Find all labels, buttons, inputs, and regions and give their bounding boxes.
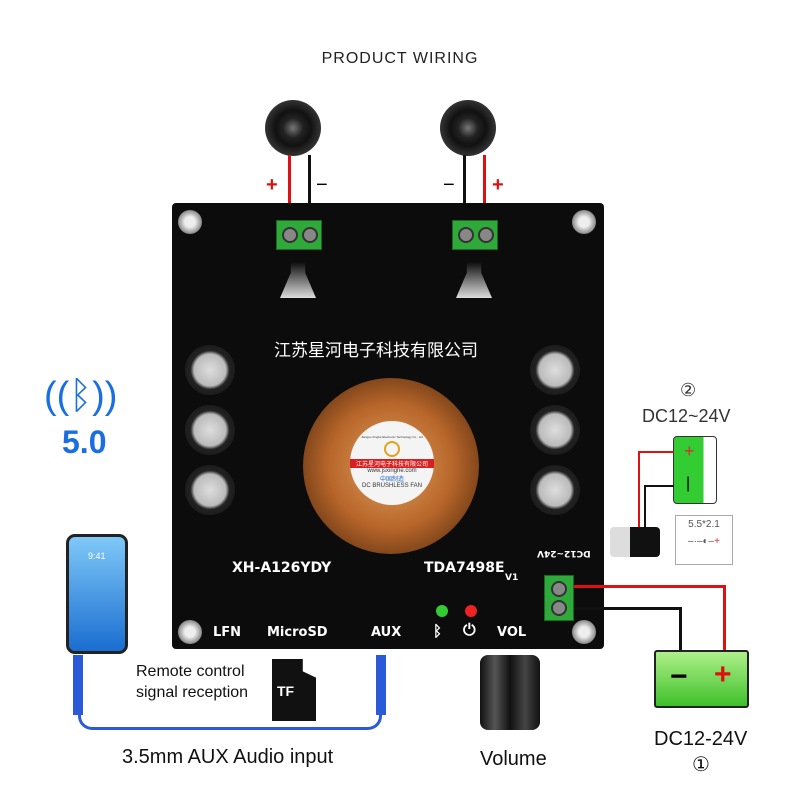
remote-label-line2: signal reception [136,684,249,701]
fan-ring-text: Jiangsu Xinghe Electronic Technology Co.… [361,435,423,439]
phone-time: 9:41 [88,551,106,561]
chip-label: TDA7498E [424,560,505,576]
tf-card-label: TF [277,683,295,699]
logo-icon [384,441,400,457]
model-label: XH-A126YDY [232,560,332,576]
adapter-negative-wire [644,485,646,529]
right-minus-label: − [443,174,455,196]
polarity-icon: –·–◐–+ [688,536,720,547]
aux-plug-left [73,655,83,715]
right-speaker [440,100,496,156]
smartphone: 9:41 [66,534,128,654]
diagram-title: PRODUCT WIRING [321,50,479,67]
battery: − + [654,650,749,708]
aux-input-label: 3.5mm AUX Audio input [122,746,334,768]
vol-label: VOL [497,625,527,640]
fan-label: Jiangsu Xinghe Electronic Technology Co.… [350,421,434,505]
adapter-negative-wire [644,485,674,487]
capacitor [530,465,580,515]
left-speaker-positive-wire [288,155,291,235]
screw [572,210,596,234]
option-2-label: DC12~24V [642,406,731,426]
power-adapter: + | [673,436,717,504]
adapter-minus: | [686,475,691,492]
aux-plug-right [376,655,386,715]
jack-spec: 5.5*2.1 [688,519,720,530]
adapter-positive-wire [638,451,640,529]
battery-negative-wire [679,607,682,650]
capacitor [185,345,235,395]
capacitor [185,465,235,515]
screw [178,210,202,234]
left-speaker-negative-wire [308,155,311,235]
battery-positive-wire [574,585,726,588]
battery-minus: − [670,660,688,693]
bluetooth-version: 5.0 [62,424,107,460]
volume-label: Volume [480,748,547,770]
lfn-label: LFN [213,625,242,640]
left-plus-label: + [266,174,278,196]
right-plus-label: + [492,174,504,196]
battery-negative-wire [574,607,682,610]
option-2-number: ② [680,380,697,400]
battery-positive-wire [723,585,726,650]
adapter-plus: + [684,441,695,461]
company-name: 江苏星河电子科技有限公司 [274,341,478,360]
version-label: V1 [505,573,519,583]
right-speaker-negative-wire [463,155,466,235]
fan-made-in: 中国制造 [379,477,404,483]
power-label: DC12~24V [537,548,591,558]
capacitor [530,405,580,455]
bluetooth-icon: ᛒ [433,622,443,640]
tf-card: TF [272,659,316,721]
power-icon: ⏻ [463,620,476,639]
left-speaker [265,100,321,156]
fan-company: 江苏星河电子科技有限公司 [350,459,434,468]
jack-spec-box: 5.5*2.1 –·–◐–+ [675,515,733,565]
right-speaker-terminal [452,220,498,250]
left-minus-label: − [316,174,328,196]
option-1-number: ① [692,754,710,776]
bluetooth-waves-icon: ((ᛒ)) [44,375,118,417]
screw [178,620,202,644]
power-led [465,605,477,617]
remote-label-line1: Remote control [136,663,245,680]
power-terminal [544,575,574,621]
microsd-label: MicroSD [267,625,328,640]
screw [572,620,596,644]
aux-label: AUX [371,625,402,640]
dc-barrel-plug [610,527,660,557]
left-speaker-terminal [276,220,322,250]
aux-cable [78,712,382,730]
capacitor [185,405,235,455]
adapter-positive-wire [638,451,674,453]
option-1-label: DC12-24V [654,728,748,750]
bluetooth-led [436,605,448,617]
volume-knob[interactable] [480,655,540,730]
right-speaker-positive-wire [483,155,486,235]
capacitor [530,345,580,395]
fan-url: www.jsxinghe.com [367,468,417,474]
fan-type: DC BRUSHLESS FAN [361,483,422,489]
battery-plus: + [714,658,732,691]
